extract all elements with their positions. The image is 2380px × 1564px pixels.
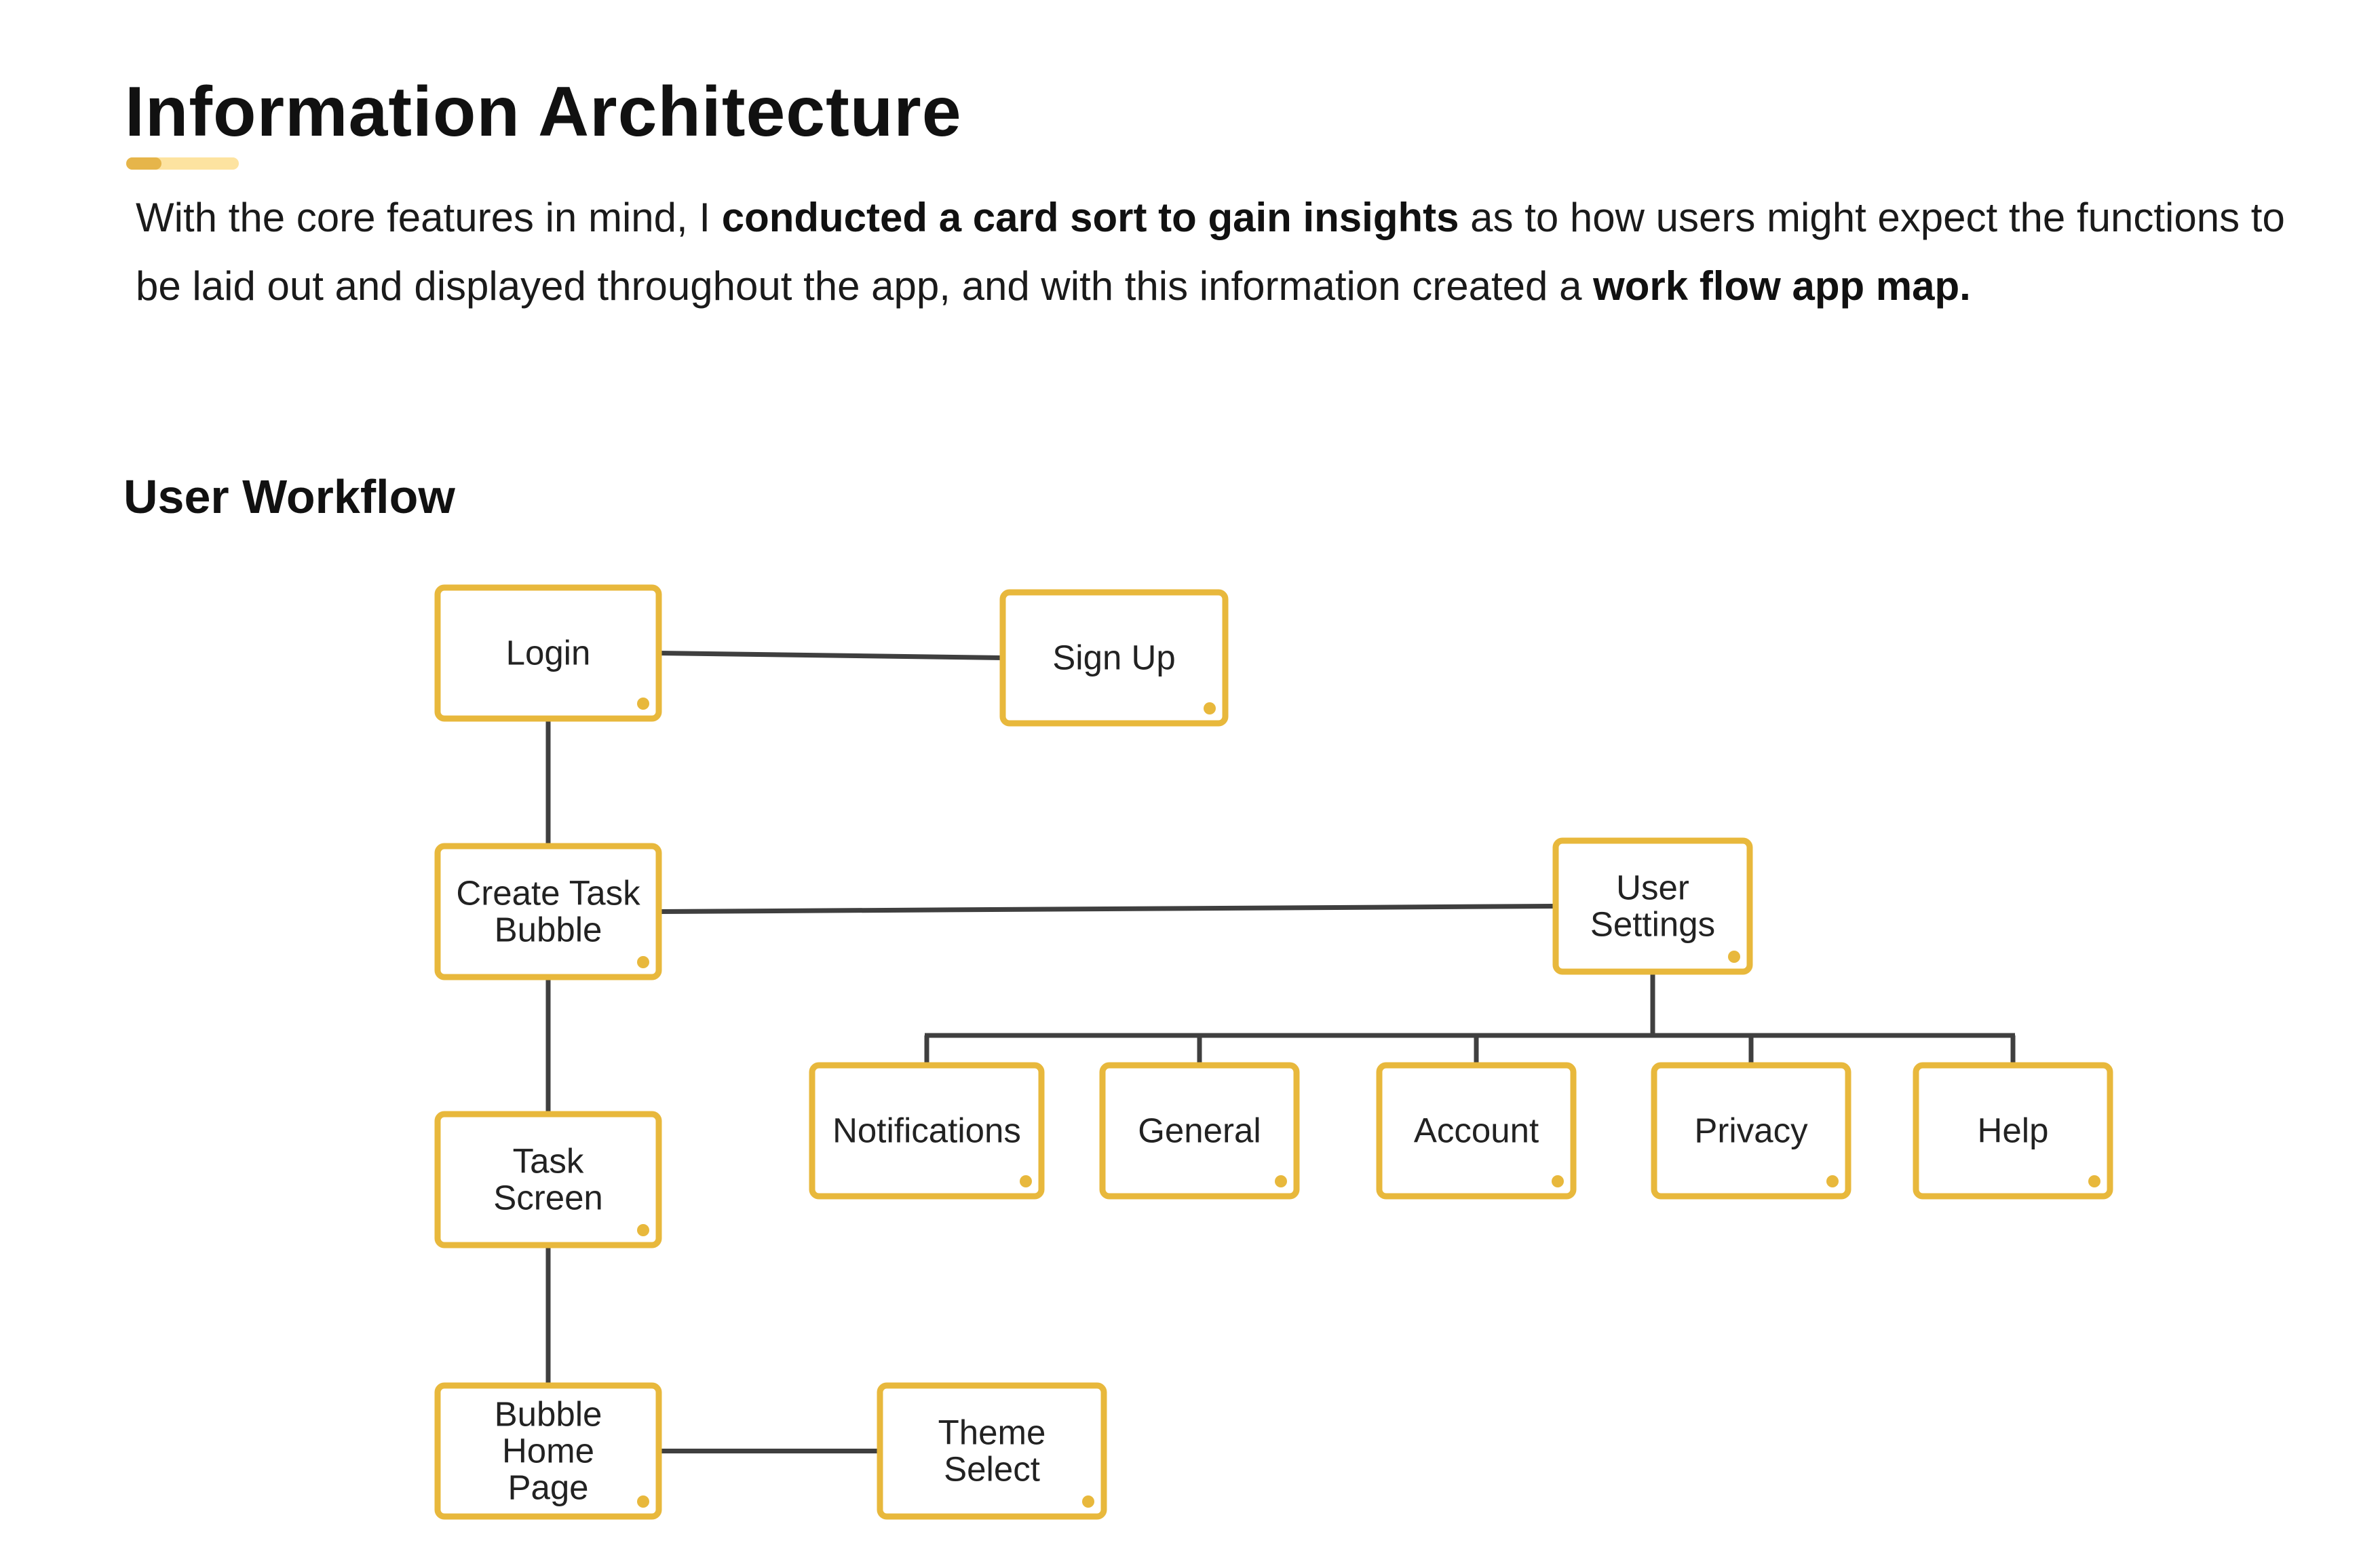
node-label-line: User	[1616, 869, 1689, 907]
node-label: Notifications	[832, 1111, 1021, 1150]
node-label-line: Bubble	[495, 911, 602, 949]
node-label-line: Home	[502, 1432, 594, 1470]
node-corner-dot	[1728, 951, 1740, 963]
node-corner-dot	[1826, 1175, 1839, 1187]
node-corner-dot	[1275, 1175, 1287, 1187]
node-corner-dot	[1552, 1175, 1564, 1187]
node-label-line: Screen	[493, 1179, 603, 1217]
intro-paragraph: With the core features in mind, I conduc…	[136, 183, 2293, 320]
node-general: General	[1099, 1062, 1300, 1200]
node-label-line: Theme	[938, 1413, 1046, 1452]
node-label: Sign Up	[1052, 638, 1175, 677]
node-label-line: Page	[507, 1468, 588, 1507]
node-label-line: Task	[513, 1142, 584, 1181]
node-box	[434, 843, 662, 980]
node-label-line: General	[1138, 1111, 1261, 1150]
connectors	[545, 651, 2016, 1453]
node-label: Login	[506, 634, 591, 672]
node-corner-dot	[1082, 1495, 1094, 1508]
node-corner-dot	[637, 1495, 649, 1508]
intro-text-2: as to how users might expect the functio…	[136, 195, 2285, 309]
node-box	[1552, 837, 1753, 975]
node-notifications: Notifications	[809, 1062, 1045, 1200]
node-corner-dot	[1204, 702, 1216, 714]
intro-text-1: With the core features in mind, I	[136, 195, 722, 240]
page-title: Information Architecture	[125, 73, 962, 151]
node-label-line: Help	[1978, 1111, 2049, 1150]
node-box	[434, 1111, 662, 1248]
title-underline-accent	[126, 157, 161, 170]
node-box	[1376, 1062, 1577, 1200]
connector-create-task-bubble-to-user-settings	[658, 904, 1556, 914]
node-label-line: Privacy	[1694, 1111, 1808, 1150]
node-label-line: Create Task	[456, 874, 640, 913]
node-help: Help	[1913, 1062, 2113, 1200]
intro-bold-card-sort: conducted a card sort to gain insights	[721, 195, 1459, 240]
node-corner-dot	[2088, 1175, 2100, 1187]
node-corner-dot	[637, 956, 649, 968]
node-account: Account	[1376, 1062, 1577, 1200]
node-label: Help	[1978, 1111, 2049, 1150]
node-label-line: Account	[1414, 1111, 1539, 1150]
node-label: General	[1138, 1111, 1261, 1150]
node-login: Login	[434, 584, 662, 722]
node-label-line: Settings	[1590, 905, 1715, 944]
node-label: Privacy	[1694, 1111, 1808, 1150]
node-label-line: Notifications	[832, 1111, 1021, 1150]
node-box	[434, 1382, 662, 1520]
title-underline	[126, 157, 239, 170]
connector-login-to-sign-up	[658, 651, 1003, 660]
intro-bold-app-map: work flow app map.	[1593, 263, 1971, 309]
section-heading: User Workflow	[123, 470, 455, 523]
node-box	[877, 1382, 1107, 1520]
node-label-line: Login	[506, 634, 591, 672]
node-sign-up: Sign Up	[999, 589, 1229, 727]
node-box	[1099, 1062, 1300, 1200]
node-box	[809, 1062, 1045, 1200]
node-box	[1651, 1062, 1851, 1200]
node-label-line: Select	[944, 1450, 1040, 1489]
node-corner-dot	[637, 1224, 649, 1236]
node-corner-dot	[637, 698, 649, 710]
node-box	[1913, 1062, 2113, 1200]
node-corner-dot	[1020, 1175, 1032, 1187]
node-label-line: Sign Up	[1052, 638, 1175, 677]
node-box	[999, 589, 1229, 727]
node-label: Account	[1414, 1111, 1539, 1150]
node-label-line: Bubble	[495, 1395, 602, 1434]
node-box	[434, 584, 662, 722]
node-privacy: Privacy	[1651, 1062, 1851, 1200]
